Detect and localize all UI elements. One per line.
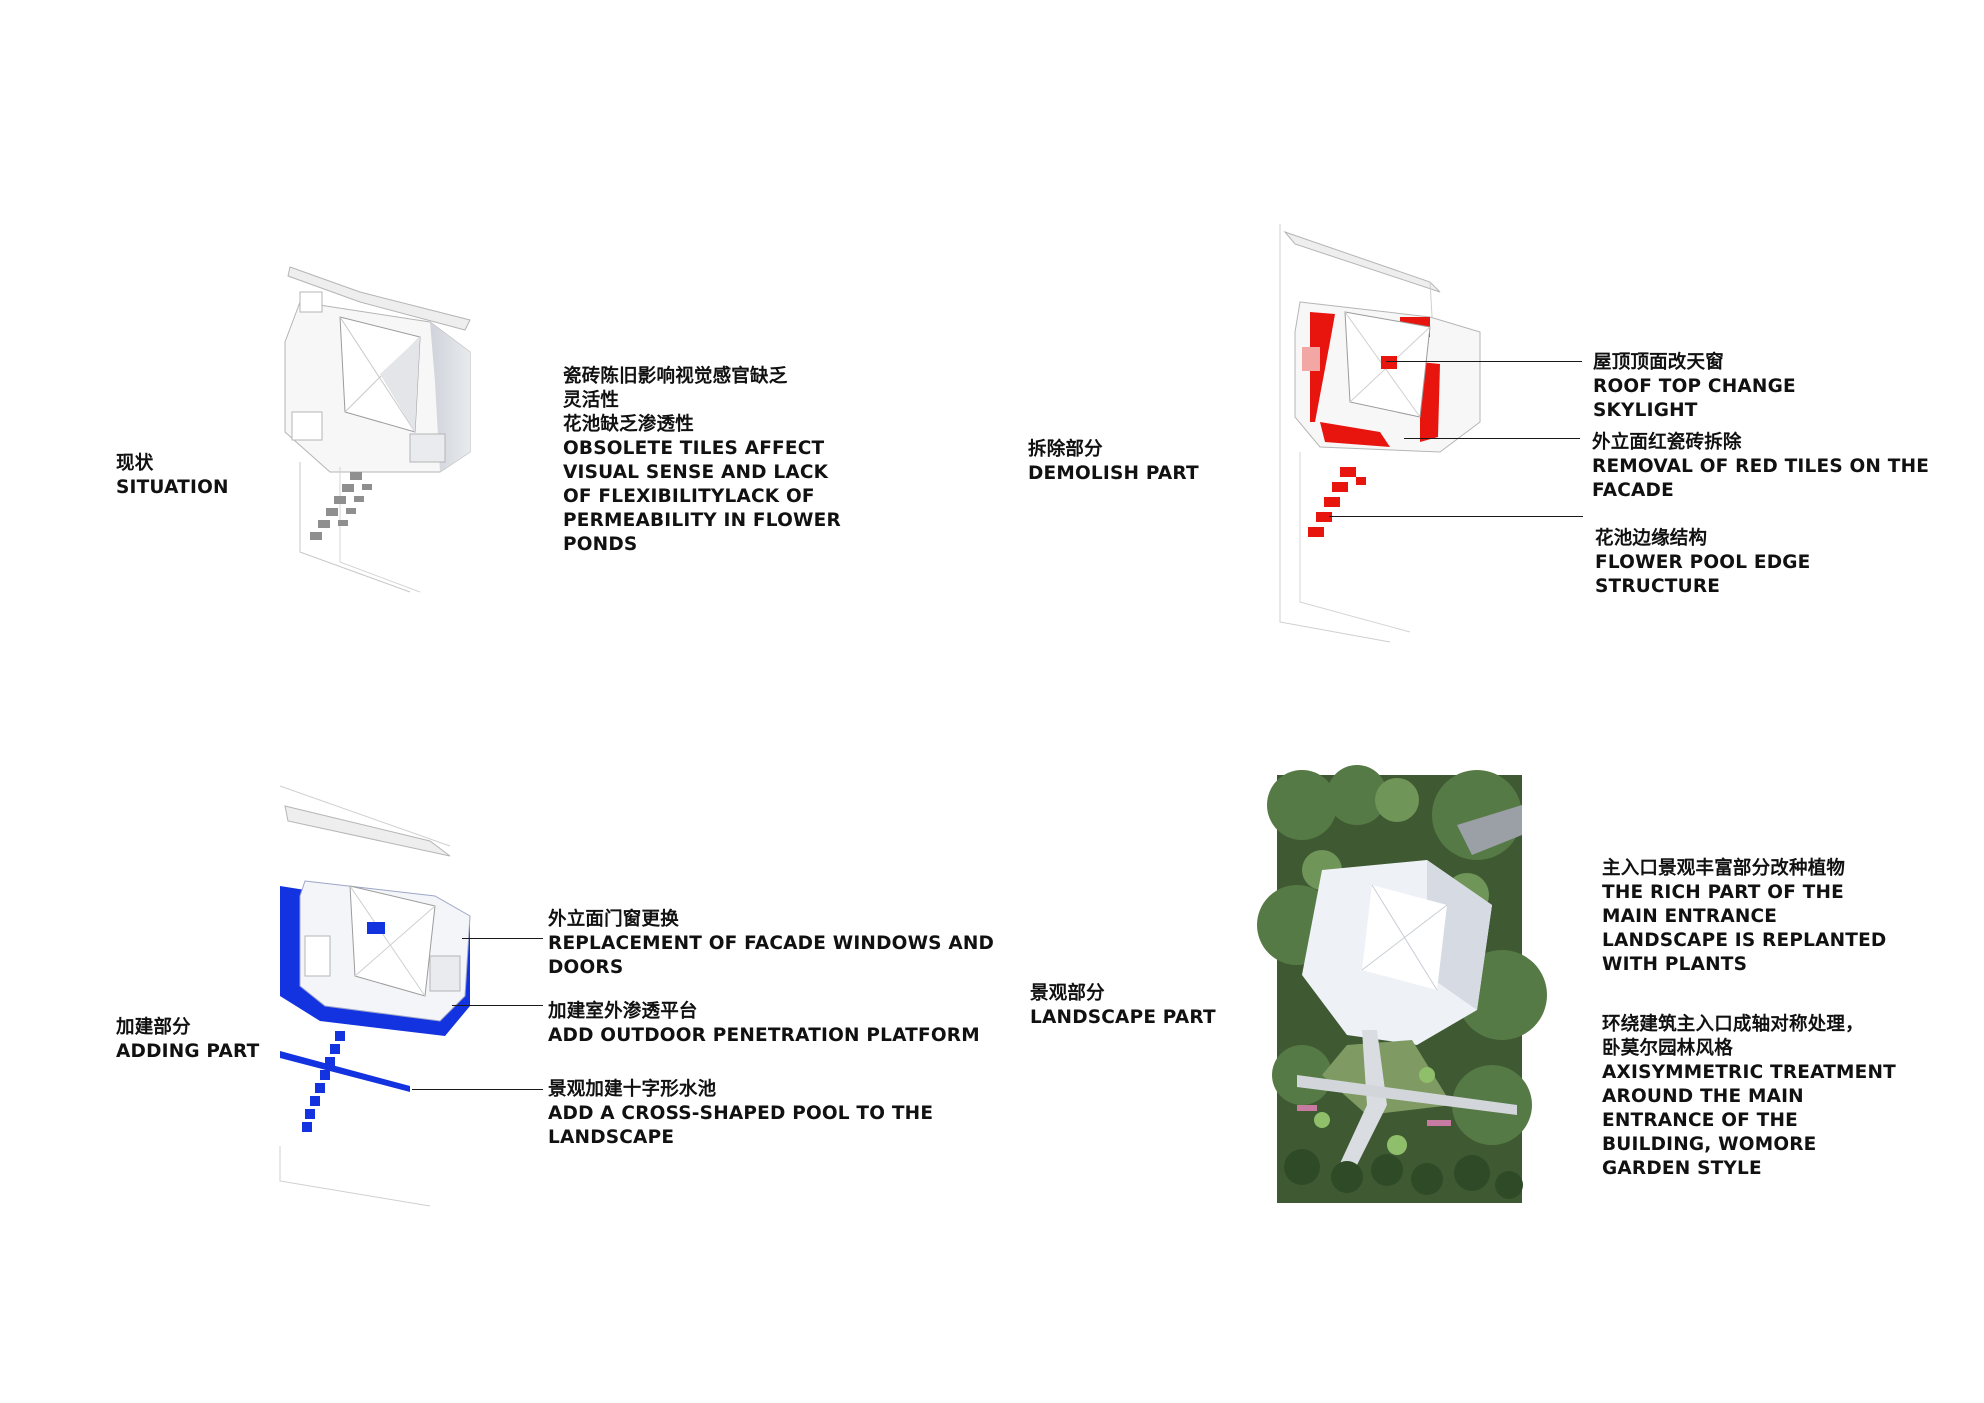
leader-facade-windows: [462, 938, 543, 939]
leader-outdoor-platform: [452, 1005, 543, 1006]
demolish-axonometric-diagram: [1279, 224, 1481, 643]
landscape-aerial-rendering: [1257, 765, 1547, 1203]
adding-note-platform: 加建室外渗透平台 ADD OUTDOOR PENETRATION PLATFOR…: [548, 1001, 980, 1046]
leader-flower-pool: [1329, 516, 1583, 517]
adding-axonometric-diagram: [279, 785, 471, 1207]
adding-note-pool: 景观加建十字形水池 ADD A CROSS-SHAPED POOL TO THE…: [548, 1079, 934, 1148]
leader-facade-tiles: [1404, 438, 1580, 439]
landscape-note-replanting: 主入口景观丰富部分改种植物 THE RICH PART OF THE MAIN …: [1602, 858, 1887, 975]
situation-note: 瓷砖陈旧影响视觉感官缺乏 灵活性 花池缺乏渗透性 OBSOLETE TILES …: [563, 366, 841, 555]
landscape-note-axisymmetric: 环绕建筑主入口成轴对称处理， 卧莫尔园林风格 AXISYMMETRIC TREA…: [1602, 1014, 1896, 1179]
landscape-title: 景观部分 LANDSCAPE PART: [1030, 983, 1216, 1028]
demolish-note-roof: 屋顶顶面改天窗 ROOF TOP CHANGE SKYLIGHT: [1593, 352, 1796, 421]
adding-title: 加建部分 ADDING PART: [116, 1017, 260, 1062]
demolish-note-facade: 外立面红瓷砖拆除 REMOVAL OF RED TILES ON THE FAC…: [1592, 432, 1930, 501]
situation-title: 现状 SITUATION: [116, 453, 229, 498]
demolish-note-pool-edge: 花池边缘结构 FLOWER POOL EDGE STRUCTURE: [1595, 528, 1811, 597]
leader-cross-pool: [412, 1089, 543, 1090]
adding-note-windows: 外立面门窗更换 REPLACEMENT OF FACADE WINDOWS AN…: [548, 909, 995, 978]
demolish-title: 拆除部分 DEMOLISH PART: [1028, 439, 1199, 484]
leader-roof-top: [1386, 361, 1582, 362]
situation-axonometric-diagram: [284, 266, 471, 593]
